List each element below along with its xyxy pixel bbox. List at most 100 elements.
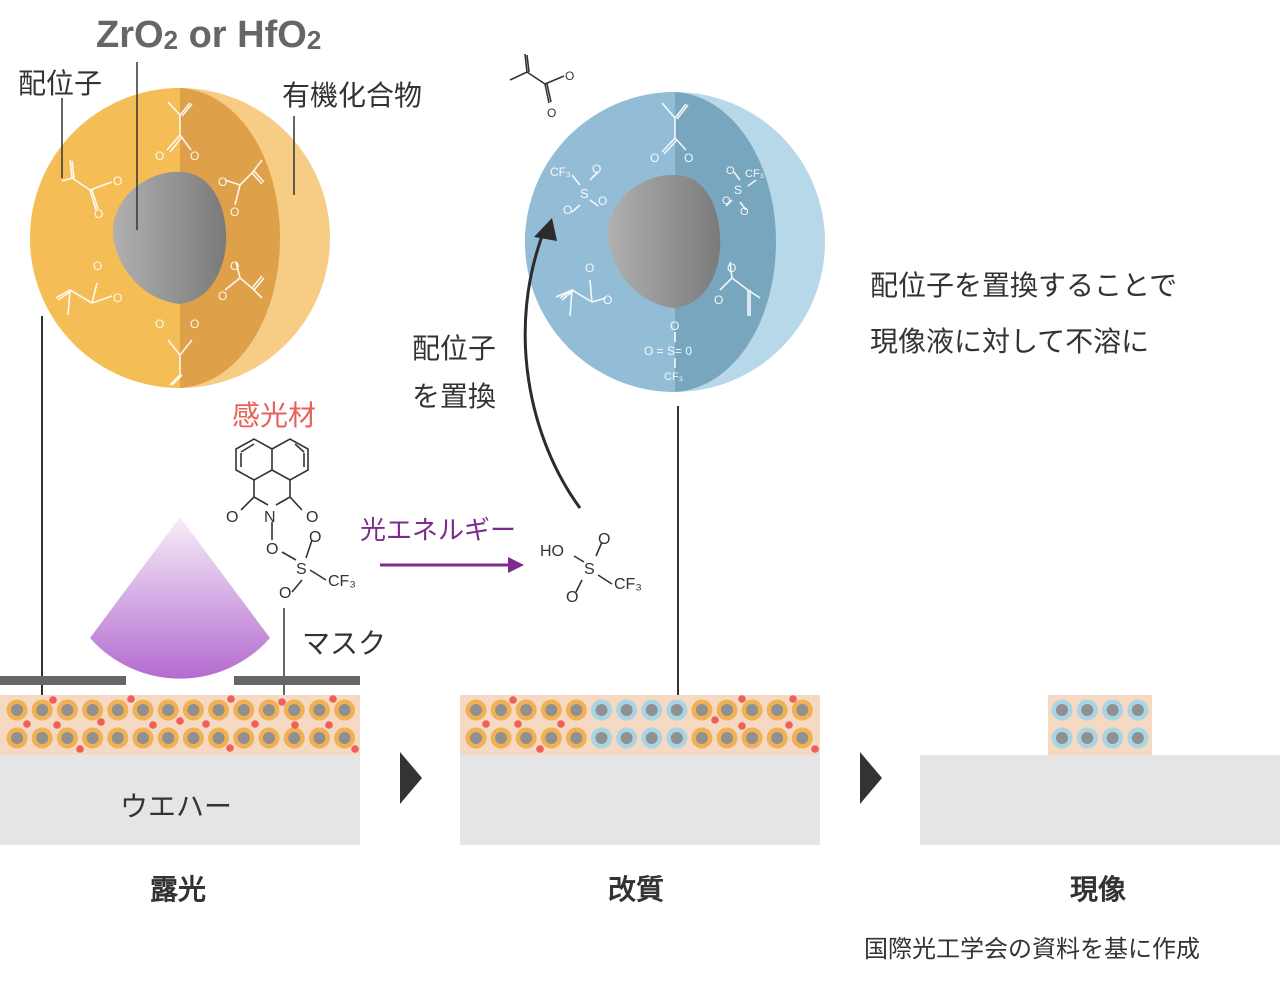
ligand-structures <box>555 102 761 368</box>
particle-core <box>263 704 275 716</box>
acid-dot <box>76 745 84 753</box>
particle-core <box>11 732 23 744</box>
particle-core <box>570 732 583 744</box>
ligand-sulfonyl: O = S= 0 <box>644 344 692 358</box>
oxide-a-sub: 2 <box>163 25 179 55</box>
ligand-o: O <box>722 195 731 207</box>
acid-dot <box>789 695 797 703</box>
acid-cf3: CF₃ <box>614 576 642 593</box>
acid-dot <box>811 745 819 753</box>
acid-dot <box>738 722 746 730</box>
particle-core <box>111 704 124 716</box>
particle-core <box>796 704 809 716</box>
particle-core <box>771 704 784 716</box>
particle-core <box>1081 732 1094 744</box>
particle-core <box>11 704 23 716</box>
acid-dot <box>49 696 57 704</box>
ligand-o: O <box>592 162 601 176</box>
particle-core <box>721 704 733 716</box>
pag-s: S <box>296 561 307 578</box>
replace-ligand-label-1: 配位子 <box>412 332 497 365</box>
mask-right <box>234 676 360 685</box>
pag-o: O <box>266 541 278 558</box>
particle-core <box>338 732 351 744</box>
oxide-b-sub: 2 <box>306 25 322 55</box>
particle-core <box>212 704 225 716</box>
ligand-cf3: CF₃ <box>745 168 764 180</box>
ligand-s: S <box>580 186 589 201</box>
particle-core <box>721 732 733 744</box>
particle-core <box>746 732 759 744</box>
pag-o: O <box>309 529 321 546</box>
oxide-b: HfO <box>237 14 307 56</box>
particle-core <box>187 704 200 716</box>
particle-core <box>288 704 301 716</box>
explanation-line-1: 配位子を置換することで <box>870 269 1178 302</box>
acid-dot <box>176 717 184 725</box>
particle-core <box>545 732 558 744</box>
light-energy-label: 光エネルギー <box>360 516 517 546</box>
ligand-o: O <box>714 293 723 307</box>
orange-nanoparticle: O O O O O O O O O O O O <box>30 88 330 388</box>
light-beam <box>90 517 270 679</box>
ligand-o: O <box>218 175 227 189</box>
particle-core <box>1081 704 1094 716</box>
acid-dot <box>325 721 333 729</box>
particle-core <box>1106 704 1119 716</box>
ligand-structures <box>55 101 265 386</box>
ligand-o: O <box>726 165 735 177</box>
particle-core <box>36 732 49 744</box>
source-note: 国際光工学会の資料を基に作成 <box>864 935 1200 963</box>
replace-arrow-head <box>534 218 557 241</box>
photosensitizer-structure <box>235 438 327 593</box>
replace-arrow <box>523 227 582 509</box>
acid-dot <box>351 745 359 753</box>
acid-dot <box>278 698 286 706</box>
explanation-line-2: 現像液に対して不溶に <box>870 325 1150 358</box>
acid-dot <box>711 716 719 724</box>
particle-core <box>1056 732 1068 744</box>
sphere-shaded-half <box>675 92 776 392</box>
blue-nanoparticle: CF₃ S O O O CF₃ S O O O O O O O O O O O … <box>525 92 825 392</box>
released-ligand-o: O <box>547 106 556 120</box>
ligand-o: O <box>113 174 122 188</box>
acid-dot <box>514 720 522 728</box>
acid-o: O <box>598 531 610 548</box>
ligand-o: O <box>230 259 239 273</box>
particle-core <box>620 732 633 744</box>
particle-core <box>470 704 482 716</box>
particle-core <box>237 732 250 744</box>
particle-core <box>545 704 558 716</box>
particle-core <box>137 704 149 716</box>
ligand-label: 配位子 <box>18 67 103 100</box>
metal-oxide-core <box>607 174 721 308</box>
particle-core <box>695 704 708 716</box>
acid-dot <box>53 721 61 729</box>
ligand-cf3: CF₃ <box>550 165 571 179</box>
ligand-o: O <box>93 259 102 273</box>
ligand-o: O <box>155 149 164 163</box>
acid-dot <box>291 721 299 729</box>
ligand-o: O <box>670 319 679 333</box>
ligand-o: O <box>727 261 736 275</box>
ligand-cf3: CF₃ <box>664 371 683 383</box>
step-label-development: 現像 <box>1070 873 1127 906</box>
particle-core <box>595 732 608 744</box>
wafer-label: ウエハー <box>120 790 233 823</box>
sphere-shaded-half <box>180 88 280 388</box>
particle-core <box>237 704 250 716</box>
resist-particles <box>6 699 1149 749</box>
sphere-left-half <box>525 92 675 392</box>
photosensitizer-label: 感光材 <box>232 399 317 432</box>
particle-core <box>670 704 683 716</box>
acid-o: O <box>566 589 578 606</box>
particle-core <box>495 732 508 744</box>
oxide-a: ZrO <box>96 14 164 56</box>
ligand-o: O <box>230 205 239 219</box>
particle-core <box>187 732 200 744</box>
particle-core <box>162 704 175 716</box>
ligand-o: O <box>155 317 164 331</box>
mask-label: マスク <box>302 627 387 660</box>
pag-o: O <box>279 585 291 602</box>
